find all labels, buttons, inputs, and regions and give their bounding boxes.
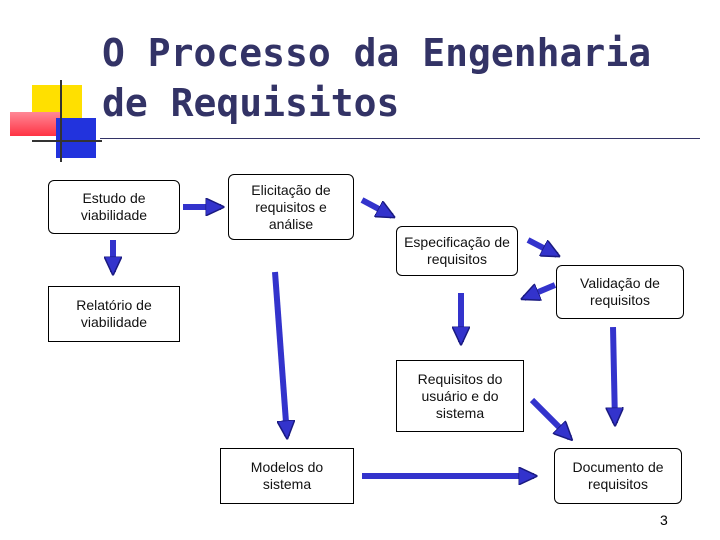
arrow-especificacao-to-validacao <box>526 237 557 258</box>
box-estudo-viabilidade: Estudo de viabilidade <box>48 180 180 234</box>
box-modelos-label: Modelos do sistema <box>250 459 324 492</box>
box-elicitacao-label: Elicitação de requisitos e análise <box>251 181 331 232</box>
box-validacao-label: Validação de requisitos <box>580 275 660 308</box>
arrow-elicitacao-to-modelos <box>272 271 287 436</box>
arrow-validacao-to-documento <box>613 326 615 423</box>
box-elicitacao: Elicitação de requisitos e análise <box>228 174 354 240</box>
arrow-validacao-to-especificacao <box>524 282 557 298</box>
box-relatorio-viabilidade: Relatório de viabilidade <box>48 286 180 342</box>
deco-horizontal-line <box>32 140 102 142</box>
deco-blue-square <box>56 118 96 158</box>
box-modelos-sistema: Modelos do sistema <box>220 448 354 504</box>
deco-red-bar <box>10 112 60 136</box>
title-underline <box>100 138 700 139</box>
arrow-elicitacao-to-especificacao <box>360 197 392 219</box>
box-especificacao: Especificação de requisitos <box>396 226 518 276</box>
box-requisitos-usuario-sistema: Requisitos do usuário e do sistema <box>396 360 524 432</box>
box-documento-label: Documento de requisitos <box>572 459 664 492</box>
box-validacao: Validação de requisitos <box>556 265 684 319</box>
box-especificacao-label: Especificação de requisitos <box>404 234 510 267</box>
slide-title: O Processo da Engenharia de Requisitos <box>102 31 652 125</box>
box-requisitos-label: Requisitos do usuário e do sistema <box>417 370 503 421</box>
box-relatorio-label: Relatório de viabilidade <box>76 297 152 330</box>
box-estudo-label: Estudo de viabilidade <box>80 190 148 223</box>
deco-vertical-line <box>60 80 62 162</box>
page-number: 3 <box>660 512 668 528</box>
box-documento-requisitos: Documento de requisitos <box>554 448 682 504</box>
arrow-requisitos-to-documento <box>529 397 570 438</box>
